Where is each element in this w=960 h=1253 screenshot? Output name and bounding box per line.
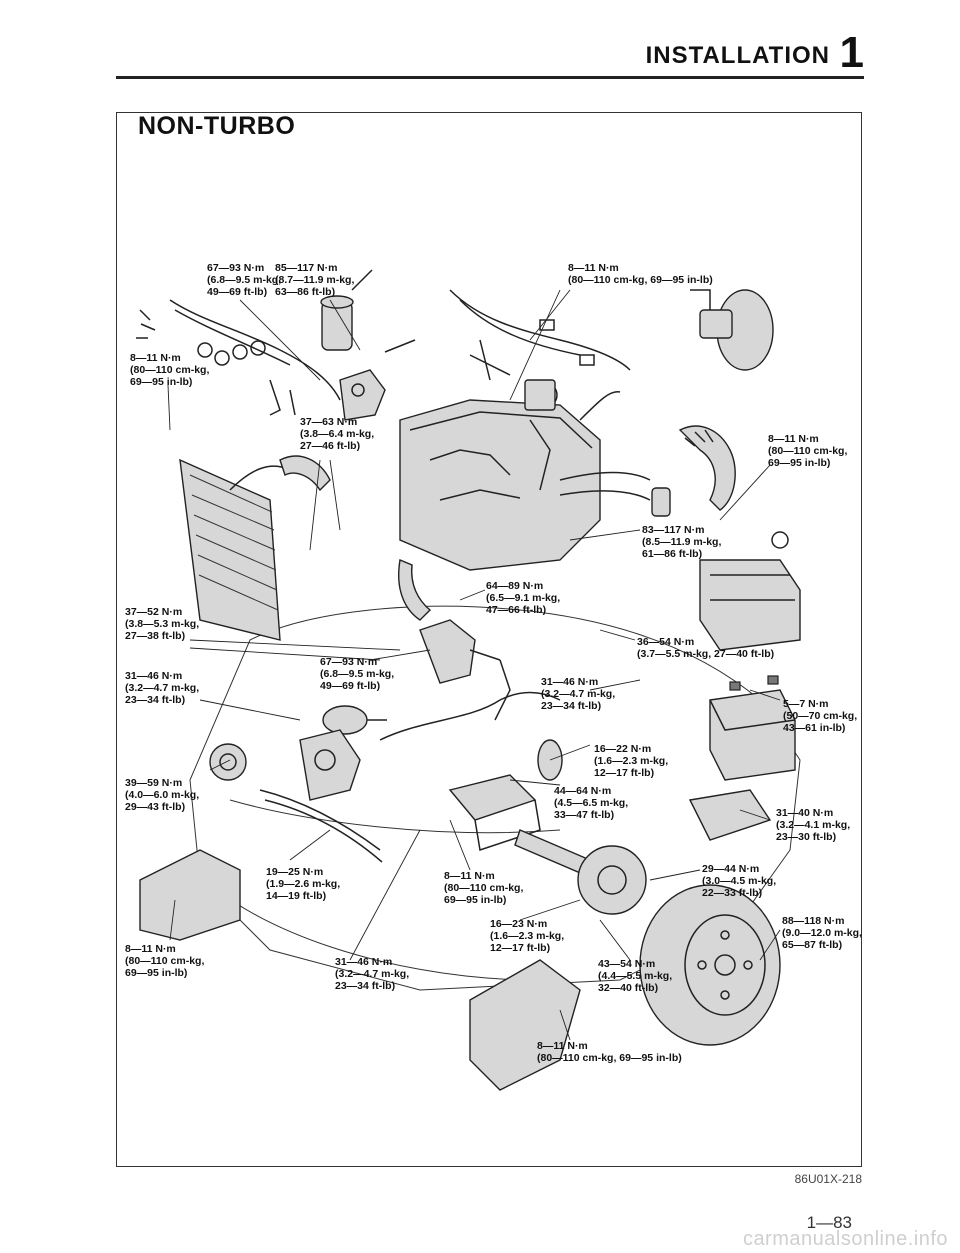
torque-callout: 8—11 N·m (80—110 cm-kg, 69—95 in-lb)	[568, 262, 713, 286]
header-rule	[116, 76, 864, 79]
intake-hoses	[559, 391, 651, 501]
wheel	[639, 884, 781, 1046]
engine-mount-upper	[339, 339, 416, 421]
torque-callout: 44—64 N·m (4.5—6.5 m-kg, 33—47 ft-lb)	[554, 785, 629, 821]
torque-callout: 67—93 N·m (6.8—9.5 m-kg, 49—69 ft-lb)	[320, 656, 395, 692]
splash-shield-left	[139, 849, 241, 941]
torque-callout: 64—89 N·m (6.5—9.1 m-kg, 47—66 ft-lb)	[486, 580, 561, 616]
wiring-harness-left	[136, 299, 341, 416]
torque-callout: 36—54 N·m (3.7—5.5 m-kg, 27—40 ft-lb)	[637, 636, 775, 660]
transaxle-mount	[419, 619, 501, 684]
torque-callout: 83—117 N·m (8.5—11.9 m-kg, 61—86 ft-lb)	[642, 524, 722, 560]
torque-callout: 37—63 N·m (3.8—6.4 m-kg, 27—46 ft-lb)	[300, 416, 375, 452]
torque-callout: 29—44 N·m (3.0—4.5 m-kg, 22—33 ft-lb)	[702, 863, 777, 899]
torque-callout: 8—11 N·m (80—110 cm-kg, 69—95 in-lb)	[125, 943, 205, 979]
torque-callout: 8—11 N·m (80—110 cm-kg, 69—95 in-lb)	[768, 433, 848, 469]
torque-callout: 8—11 N·m (80—110 cm-kg, 69—95 in-lb)	[537, 1040, 682, 1064]
torque-callout: 16—23 N·m (1.6—2.3 m-kg, 12—17 ft-lb)	[490, 918, 565, 954]
exhaust-pipe	[259, 789, 383, 863]
radiator	[179, 458, 291, 641]
ignition-coil	[320, 269, 373, 351]
torque-callout: 37—52 N·m (3.8—5.3 m-kg, 27—38 ft-lb)	[125, 606, 200, 642]
driveshaft	[514, 829, 591, 876]
torque-callout: 43—54 N·m (4.4—5.5 m-kg, 32—40 ft-lb)	[598, 958, 673, 994]
splash-shield-right	[469, 959, 581, 1091]
starter-motor	[299, 729, 361, 801]
diagram-frame	[116, 112, 862, 1167]
brake-lines	[379, 659, 563, 781]
air-cleaner	[699, 531, 801, 651]
torque-callout: 67—93 N·m (6.8—9.5 m-kg, 49—69 ft-lb)	[207, 262, 282, 298]
torque-callout: 88—118 N·m (9.0—12.0 m-kg, 65—87 ft-lb)	[782, 915, 862, 951]
page-number: 1—83	[806, 1213, 852, 1232]
torque-callout: 85—117 N·m (8.7—11.9 m-kg, 63—86 ft-lb)	[275, 262, 355, 298]
alternator-pulley	[209, 743, 247, 781]
battery	[709, 675, 796, 781]
page-header-title: INSTALLATION	[645, 42, 830, 69]
torque-callout: 31—46 N·m (3.2—4.7 m-kg, 23—34 ft-lb)	[125, 670, 200, 706]
engine-block	[399, 379, 601, 571]
torque-callout: 5—7 N·m (50—70 cm-kg, 43—61 in-lb)	[783, 698, 858, 734]
torque-callout: 19—25 N·m (1.9—2.6 m-kg, 14—19 ft-lb)	[266, 866, 341, 902]
torque-callout: 8—11 N·m (80—110 cm-kg, 69—95 in-lb)	[130, 352, 210, 388]
brake-booster	[690, 289, 774, 371]
battery-tray	[688, 789, 772, 841]
torque-callout: 39—59 N·m (4.0—6.0 m-kg, 29—43 ft-lb)	[125, 777, 200, 813]
fuel-filter	[322, 705, 387, 735]
torque-callout: 16—22 N·m (1.6—2.3 m-kg, 12—17 ft-lb)	[594, 743, 669, 779]
torque-callout: 31—40 N·m (3.2—4.1 m-kg, 23—30 ft-lb)	[776, 807, 851, 843]
control-unit	[448, 774, 541, 851]
canister	[651, 487, 671, 517]
torque-callout: 31—46 N·m (3.2—4.7 m-kg, 23—34 ft-lb)	[335, 956, 410, 992]
torque-callout: 8—11 N·m (80—110 cm-kg, 69—95 in-lb)	[444, 870, 524, 906]
wiring-harness-engine	[449, 289, 631, 381]
steering-knuckle	[577, 845, 647, 915]
leader-lines	[167, 289, 781, 1041]
watermark: carmanualsonline.info	[742, 1228, 948, 1250]
torque-callout: 31—46 N·m (3.2—4.7 m-kg, 23—34 ft-lb)	[541, 676, 616, 712]
section-title: NON-TURBO	[138, 112, 296, 140]
chapter-number: 1	[839, 28, 864, 77]
air-intake-duct	[678, 425, 736, 511]
figure-code: 86U01X-218	[794, 1172, 862, 1186]
